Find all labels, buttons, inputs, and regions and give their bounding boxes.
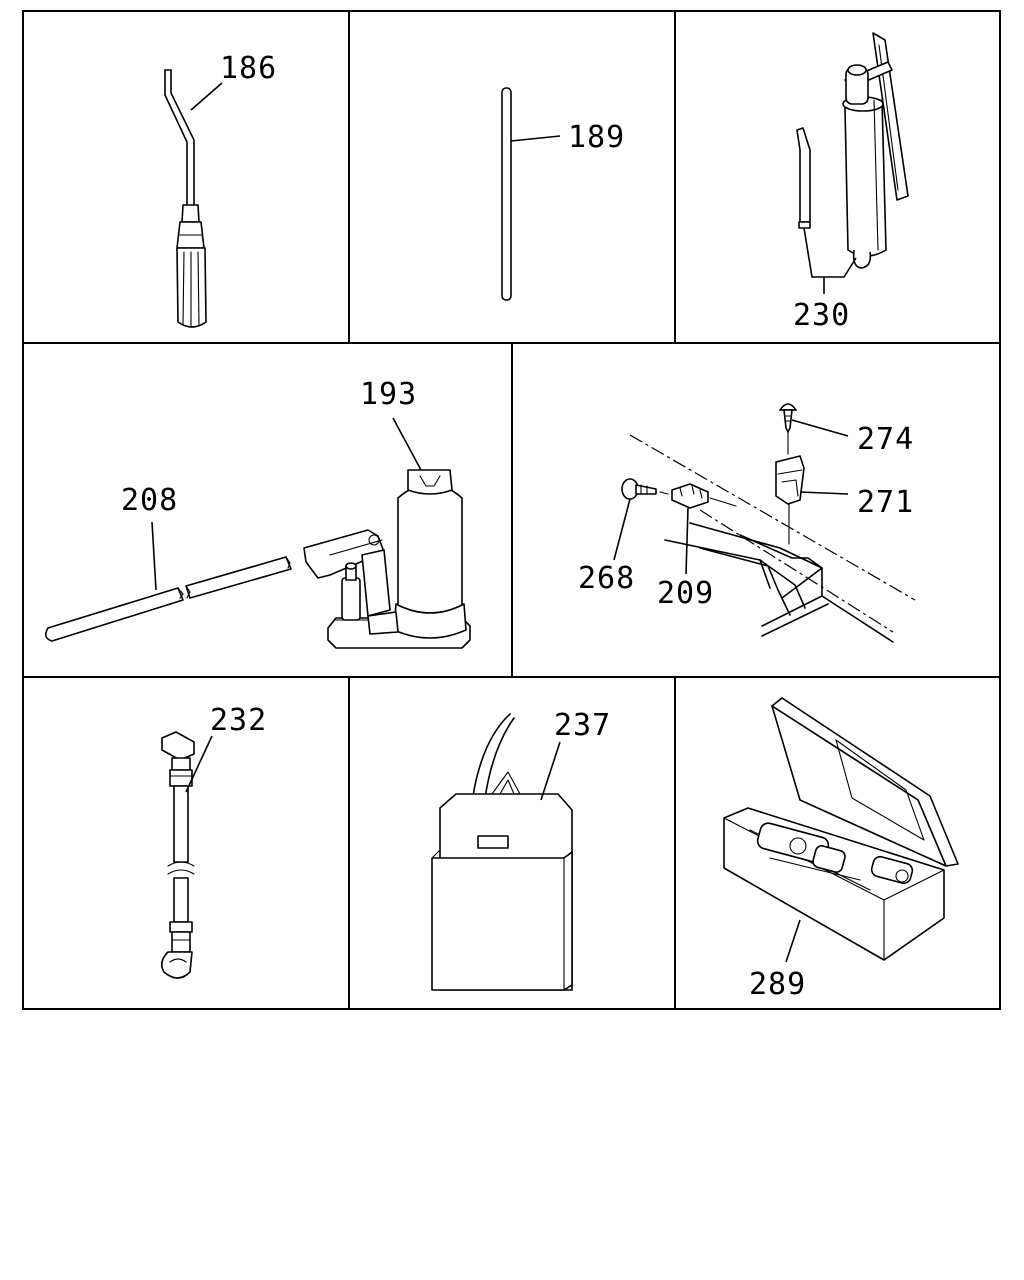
tool-bag-drawing — [431, 713, 573, 991]
leader-237 — [540, 741, 561, 801]
label-189: 189 — [568, 120, 625, 155]
leader-208 — [151, 521, 157, 591]
leader-189 — [510, 135, 561, 142]
bottle-jack-drawing — [303, 469, 471, 649]
leader-274 — [791, 419, 849, 437]
leader-271 — [799, 491, 849, 495]
leader-289 — [785, 919, 801, 963]
label-268: 268 — [578, 561, 635, 596]
label-208: 208 — [121, 483, 178, 518]
screwdriver-drawing — [164, 69, 207, 328]
leader-268 — [613, 498, 631, 561]
label-274: 274 — [857, 422, 914, 457]
leader-193 — [392, 417, 422, 471]
label-232: 232 — [210, 703, 267, 738]
frame-rail-drawing — [629, 434, 916, 643]
screw-268-drawing — [621, 478, 669, 500]
leader-232 — [185, 735, 213, 793]
label-209: 209 — [657, 576, 714, 611]
hose-drawing — [160, 731, 195, 979]
handle-drawing — [44, 556, 292, 642]
leader-209 — [685, 507, 689, 575]
leader-186 — [190, 82, 223, 111]
label-271: 271 — [857, 485, 914, 520]
leader-230 — [803, 227, 857, 294]
label-230: 230 — [793, 298, 850, 333]
label-237: 237 — [554, 708, 611, 743]
label-289: 289 — [749, 967, 806, 1002]
clip-209-drawing — [671, 483, 737, 509]
rod-drawing — [501, 87, 512, 301]
label-186: 186 — [220, 51, 277, 86]
tool-box-drawing — [723, 697, 959, 961]
label-193: 193 — [360, 377, 417, 412]
bolt-274-drawing — [779, 403, 797, 455]
clip-271-drawing — [775, 455, 805, 545]
grease-gun-drawing — [796, 32, 909, 269]
grid-frame — [22, 10, 1001, 1010]
